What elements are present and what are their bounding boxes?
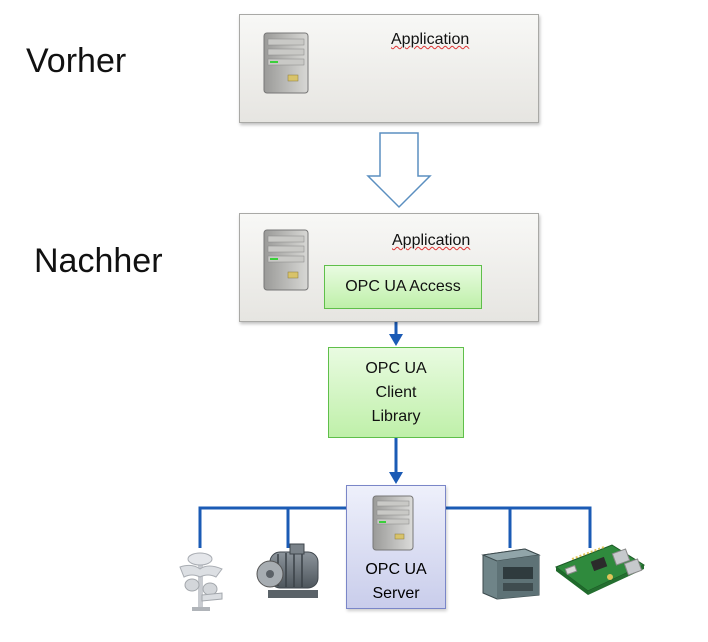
server-tower-icon xyxy=(263,229,309,291)
after-label: Nachher xyxy=(34,242,163,280)
server-tower-icon xyxy=(263,32,309,94)
client-library-line1: OPC UA xyxy=(365,359,427,377)
transition-arrow xyxy=(366,132,432,209)
server-line2: Server xyxy=(372,585,420,602)
client-library-line2: Client xyxy=(375,383,417,401)
raspberry-pi-board-icon xyxy=(554,544,646,595)
electric-motor-icon xyxy=(256,543,319,598)
application-box-before: Application xyxy=(239,14,539,123)
application-title: Application xyxy=(392,232,471,249)
opc-ua-access-box: OPC UA Access xyxy=(324,265,482,309)
before-label: Vorher xyxy=(26,42,127,80)
server-tower-icon xyxy=(372,495,414,551)
application-title: Application xyxy=(391,31,470,48)
opc-ua-server-box: OPC UA Server xyxy=(346,485,446,609)
weather-station-icon xyxy=(179,552,223,611)
application-box-after: Application OPC UA Access xyxy=(239,213,539,322)
opc-ua-client-library-box: OPC UA Client Library xyxy=(328,347,464,438)
client-library-line3: Library xyxy=(371,407,421,425)
server-line1: OPC UA xyxy=(365,561,427,578)
plc-module-icon xyxy=(481,548,541,600)
